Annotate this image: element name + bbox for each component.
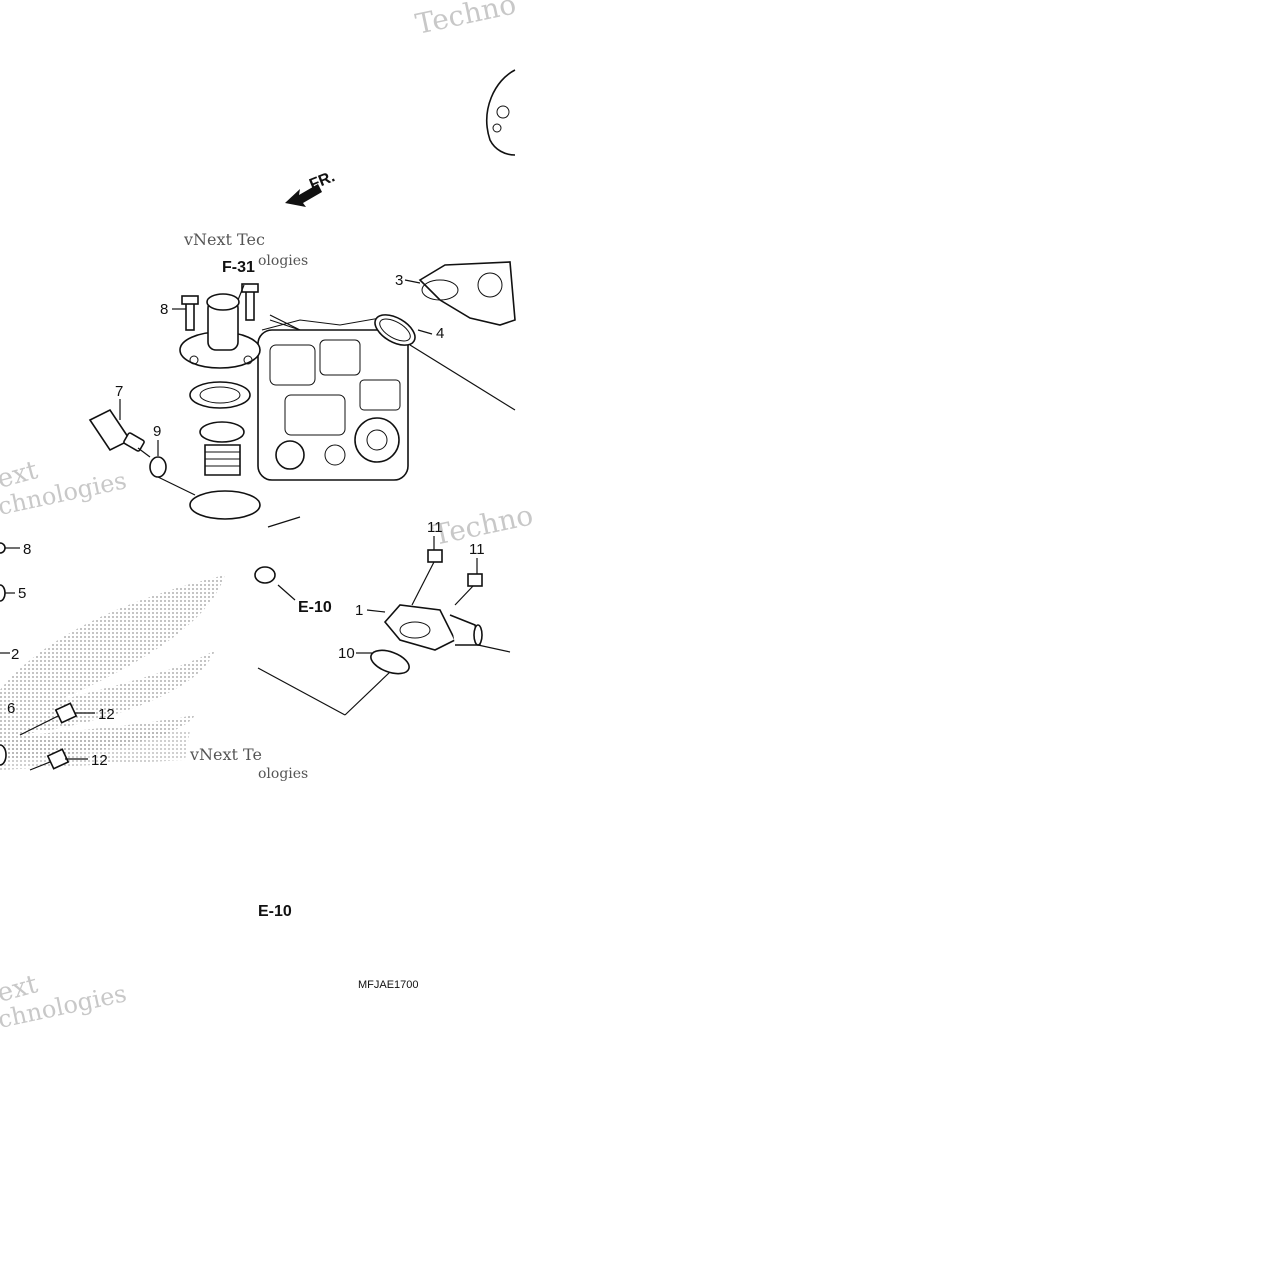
reference-e10: E-10: [258, 903, 292, 920]
callout-7: 7: [115, 383, 123, 400]
assembly-line: [409, 344, 516, 411]
callout-12: 12: [98, 706, 115, 723]
callout-11: 11: [469, 541, 485, 558]
callout-2: 2: [11, 646, 19, 663]
thermostat: [199, 421, 245, 476]
direction-label: FR.: [307, 168, 337, 193]
front-direction-arrow: FR.: [285, 168, 337, 207]
part-10-o-ring: [370, 649, 410, 675]
watermark-text: ologies: [258, 253, 308, 269]
callout-11: 11: [427, 519, 443, 536]
thermostat-housing-partial: [189, 490, 261, 520]
part-11-bolts: [411, 549, 483, 606]
part-4-o-ring: [374, 314, 416, 346]
watermark-text: Techno: [413, 0, 519, 41]
partial-housing-top-right: [486, 69, 516, 156]
part-1-water-outlet: [383, 604, 483, 651]
callout-12: 12: [91, 752, 108, 769]
callouts: 3 4 8 7 9 8 5 2 6 12 12 11 11 1 10: [7, 272, 485, 769]
honda-wing-logo: [0, 575, 225, 770]
diagram-code: MFJAE1700: [358, 979, 419, 991]
callout-10: 10: [338, 645, 355, 662]
bolt-12-pair: [0, 702, 78, 771]
watermarks: Techno vNext Tec ologies ext chnologies …: [0, 0, 536, 1034]
seal-ring: [189, 381, 251, 409]
callout-4: 4: [436, 325, 444, 342]
reference-f31: F-31: [222, 259, 255, 276]
callout-6: 6: [7, 700, 15, 717]
callout-8: 8: [23, 541, 31, 558]
part-9-washer: [149, 456, 167, 478]
part-3-housing-cover: [418, 261, 516, 326]
thermostat-cover: [179, 293, 261, 369]
bolt-8-upper: [181, 283, 259, 331]
watermark-text: ologies: [258, 766, 308, 782]
hose-fitting: [254, 516, 301, 584]
callout-1: 1: [355, 602, 363, 619]
callout-9: 9: [153, 423, 161, 440]
watermark-text: vNext Tec: [183, 230, 265, 249]
reference-e10: E-10: [298, 599, 332, 616]
callout-8: 8: [160, 301, 168, 318]
callout-5: 5: [18, 585, 26, 602]
engine-block: [257, 314, 409, 481]
leader-lines: [0, 279, 511, 760]
callout-3: 3: [395, 272, 403, 289]
watermark-text: vNext Te: [189, 745, 262, 764]
part-7-temperature-sensor: [88, 408, 151, 458]
